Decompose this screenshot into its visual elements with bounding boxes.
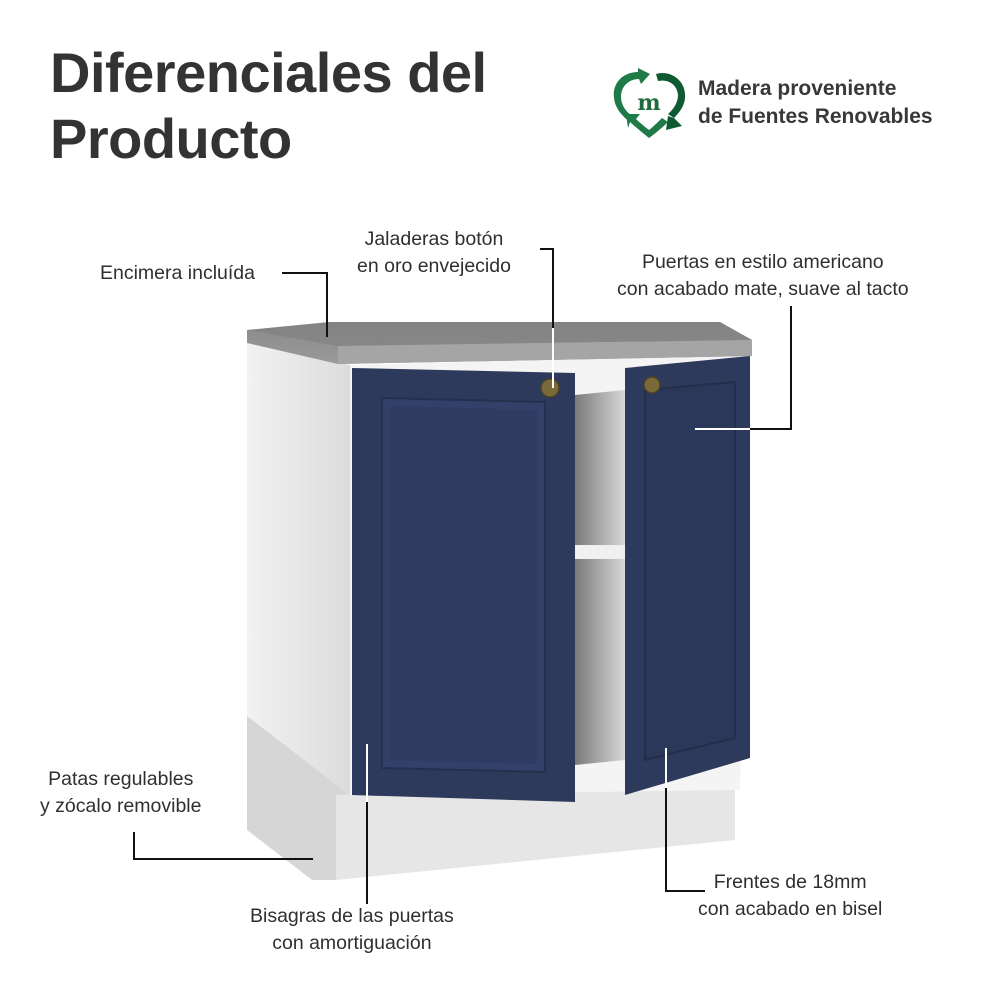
- feature-doors: Puertas en estilo americano con acabado …: [617, 249, 909, 303]
- feature-legs-line-2: y zócalo removible: [40, 795, 202, 817]
- doors-callout-line-h: [750, 428, 792, 430]
- feature-hinges-line-1: Bisagras de las puertas: [250, 905, 454, 927]
- doors-callout-line-white: [695, 428, 750, 430]
- title-line-1: Diferenciales del: [50, 41, 487, 104]
- doors-callout-line-v: [790, 306, 792, 430]
- badge-line-1: Madera proveniente: [698, 77, 897, 100]
- feature-hinges-line-2: con amortiguación: [272, 932, 432, 954]
- page-title: Diferenciales del Producto: [50, 40, 487, 172]
- recycle-m-icon: m: [613, 68, 686, 138]
- feature-hinges: Bisagras de las puertas con amortiguació…: [250, 903, 454, 957]
- fronts-callout-line-h: [665, 890, 705, 892]
- renewable-wood-badge: m Madera proveniente de Fuentes Renovabl…: [608, 66, 933, 140]
- hinges-callout-line-v: [366, 802, 368, 904]
- feature-knobs-line-2: en oro envejecido: [357, 255, 511, 277]
- fronts-callout-line-white: [665, 748, 667, 788]
- knobs-callout-line-white: [552, 328, 554, 388]
- badge-text: Madera proveniente de Fuentes Renovables: [698, 75, 933, 131]
- feature-fronts: Frentes de 18mm con acabado en bisel: [698, 869, 882, 923]
- feature-knobs: Jaladeras botón en oro envejecido: [357, 226, 511, 280]
- countertop-callout-line-v: [326, 272, 328, 337]
- knobs-callout-line-h: [540, 248, 554, 250]
- feature-doors-line-2: con acabado mate, suave al tacto: [617, 278, 909, 300]
- feature-fronts-line-1: Frentes de 18mm: [713, 871, 867, 893]
- title-line-2: Producto: [50, 107, 292, 170]
- feature-countertop-line-1: Encimera incluída: [100, 262, 255, 284]
- feature-legs-line-1: Patas regulables: [48, 768, 194, 790]
- feature-legs: Patas regulables y zócalo removible: [40, 766, 201, 820]
- left-door: [352, 368, 575, 802]
- hinges-callout-line-white: [366, 744, 368, 802]
- right-door: [625, 356, 750, 795]
- feature-countertop: Encimera incluída: [100, 260, 255, 287]
- badge-line-2: de Fuentes Renovables: [698, 105, 933, 128]
- fronts-callout-line-v: [665, 788, 667, 892]
- feature-fronts-line-2: con acabado en bisel: [698, 898, 883, 920]
- legs-callout-line-v: [133, 832, 135, 860]
- svg-text:m: m: [637, 90, 660, 116]
- countertop-callout-line-h: [282, 272, 328, 274]
- feature-doors-line-1: Puertas en estilo americano: [641, 251, 884, 273]
- legs-callout-line-h: [133, 858, 313, 860]
- feature-knobs-line-1: Jaladeras botón: [364, 228, 504, 250]
- knobs-callout-line-v: [552, 248, 554, 328]
